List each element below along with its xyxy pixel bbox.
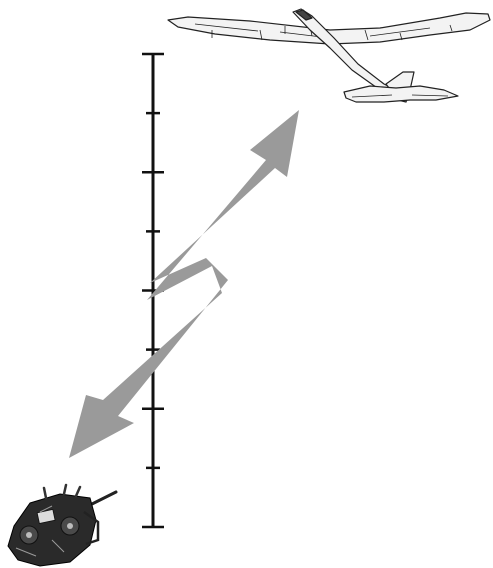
glider-wing (167, 12, 491, 45)
glider-stabilizer-hinge (351, 94, 449, 98)
transmitter-strap (83, 510, 100, 546)
signal-arrow (69, 110, 299, 458)
transmitter-switch-3 (74, 485, 82, 498)
transmitter-antenna (86, 490, 118, 508)
rc-transmitter-icon (7, 483, 118, 567)
transmitter-switch-2 (62, 483, 68, 496)
rc-glider-icon (167, 8, 491, 103)
transmitter-switch-1 (42, 486, 48, 500)
glider-fuselage (292, 8, 401, 98)
glider-canopy (295, 9, 313, 21)
glider-stabilizer (343, 85, 459, 103)
transmitter-screen (36, 508, 56, 525)
right-stick (67, 523, 73, 529)
scale-ticks (142, 52, 164, 529)
transmitter-body (7, 493, 97, 567)
distance-scale (142, 52, 164, 529)
transmitter-highlight (15, 505, 65, 557)
left-stick (26, 532, 32, 538)
